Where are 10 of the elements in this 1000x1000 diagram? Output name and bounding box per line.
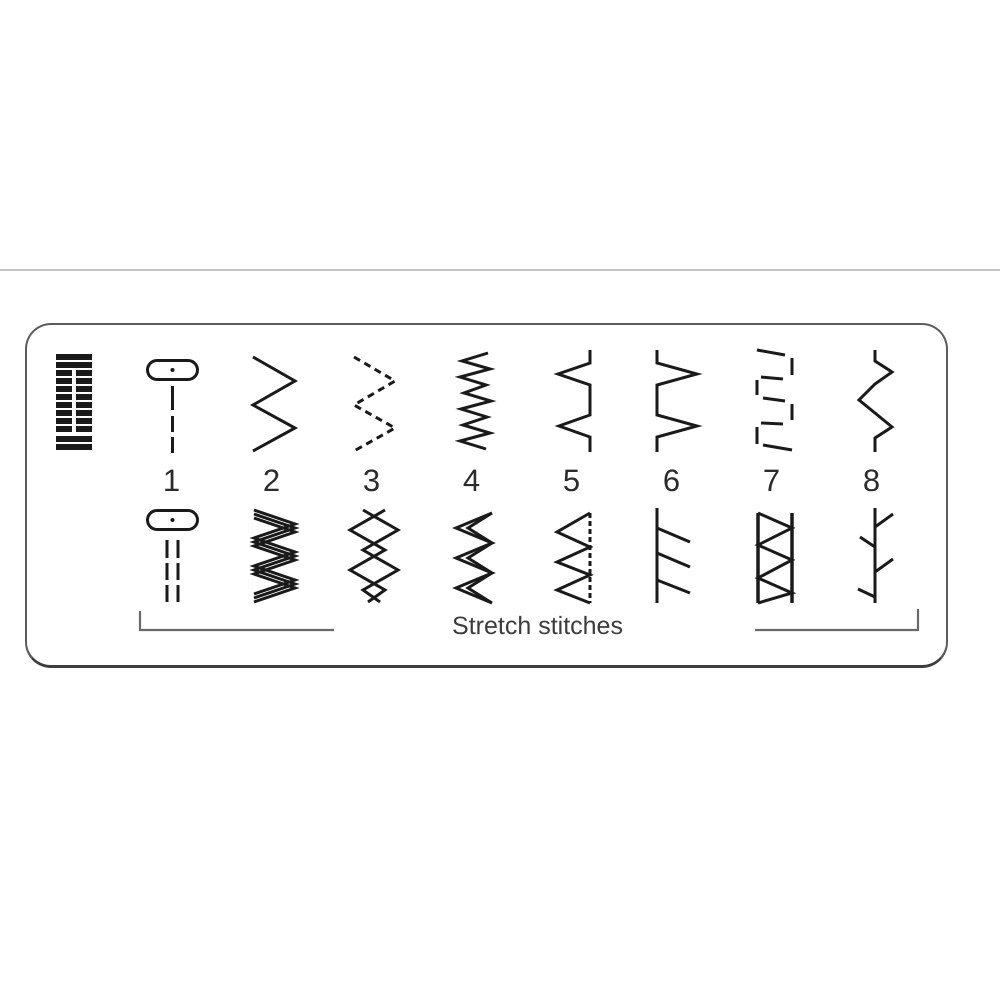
stitch-number: 6	[662, 462, 680, 498]
stitch-number: 3	[362, 462, 380, 498]
stitch-number: 1	[162, 462, 180, 498]
stitch-number: 4	[462, 462, 480, 498]
group-label: Stretch stitches	[452, 612, 623, 640]
stitch-number: 8	[862, 462, 880, 498]
stitch-number: 7	[762, 462, 780, 498]
stitch-panel	[25, 323, 948, 668]
stitch-number: 2	[262, 462, 280, 498]
stitch-number: 5	[562, 462, 580, 498]
